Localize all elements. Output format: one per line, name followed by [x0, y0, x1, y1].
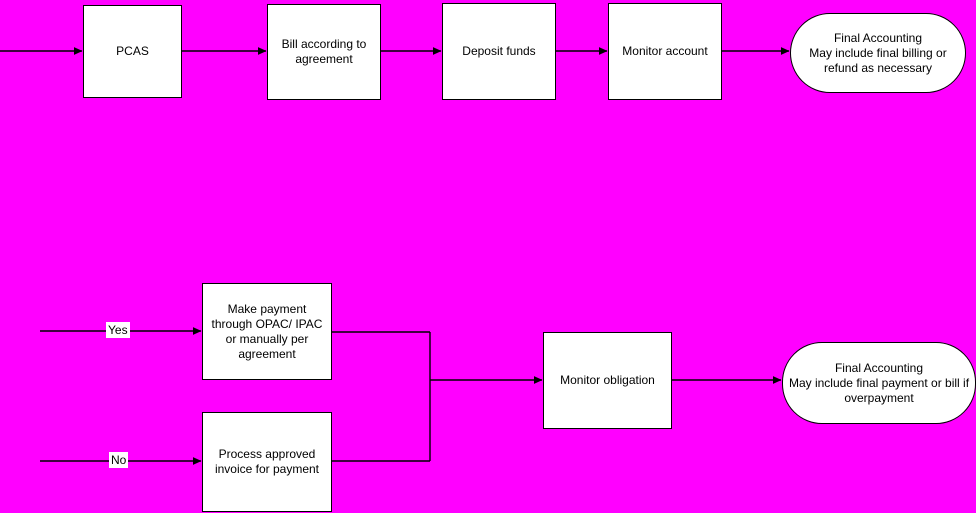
node-deposit-funds[interactable]: Deposit funds: [442, 3, 556, 100]
node-pcas-label: PCAS: [116, 44, 149, 58]
node-monitor-obligation[interactable]: Monitor obligation: [543, 332, 672, 429]
node-deposit-label: Deposit funds: [462, 44, 536, 58]
edge-label-no: No: [109, 452, 129, 468]
node-process-approved-invoice[interactable]: Process approved invoice for payment: [202, 412, 332, 512]
node-final-accounting-top-label: Final Accounting May include final billi…: [809, 30, 947, 75]
edge-label-no-text: No: [111, 453, 127, 467]
node-final-accounting-bottom[interactable]: Final Accounting May include final payme…: [782, 342, 976, 424]
node-bill-label: Bill according to agreement: [281, 37, 367, 66]
node-pcas[interactable]: PCAS: [83, 5, 182, 98]
edge-label-yes-text: Yes: [108, 323, 128, 337]
node-final-accounting-bottom-label: Final Accounting May include final payme…: [788, 360, 970, 405]
node-monitor-account-label: Monitor account: [622, 44, 708, 58]
node-monitor-account[interactable]: Monitor account: [608, 3, 722, 100]
node-monitor-obligation-label: Monitor obligation: [560, 373, 655, 387]
node-final-accounting-top[interactable]: Final Accounting May include final billi…: [790, 13, 966, 93]
node-make-payment[interactable]: Make payment through OPAC/ IPAC or manua…: [202, 283, 332, 380]
node-make-payment-label: Make payment through OPAC/ IPAC or manua…: [211, 301, 323, 361]
edge-label-yes: Yes: [106, 322, 130, 338]
node-bill-according-to-agreement[interactable]: Bill according to agreement: [267, 4, 381, 100]
node-process-invoice-label: Process approved invoice for payment: [214, 447, 320, 476]
